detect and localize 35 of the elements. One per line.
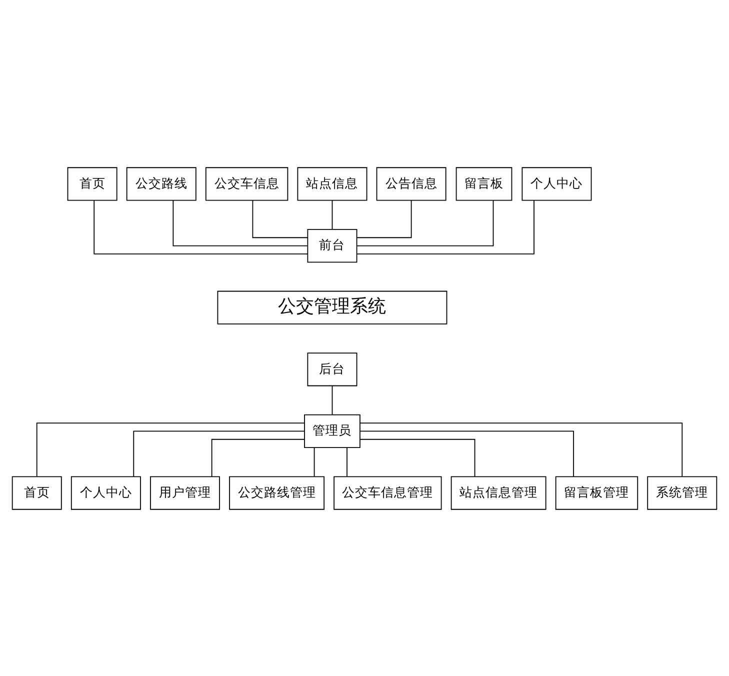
node-box: 公交路线管理 (229, 476, 324, 510)
connector (360, 438, 476, 477)
node-box: 前台 (307, 228, 358, 262)
connector (360, 430, 574, 476)
connector (36, 422, 305, 476)
connector (314, 446, 315, 476)
connector (356, 199, 412, 238)
connector (94, 200, 308, 254)
connector (332, 200, 333, 230)
connector (172, 200, 308, 246)
node-box: 首页 (12, 476, 62, 510)
connector (332, 385, 333, 415)
connector (133, 430, 305, 476)
node-box: 用户管理 (150, 476, 220, 510)
connector (360, 422, 683, 476)
node-box: 管理员 (304, 414, 360, 448)
node-box: 公告信息 (376, 166, 446, 200)
node-box: 个人中心 (522, 166, 592, 200)
node-box: 站点信息管理 (450, 476, 546, 510)
node-box: 个人中心 (70, 476, 141, 510)
node-box: 公交管理系统 (217, 290, 448, 324)
connector (346, 446, 348, 476)
node-box: 公交车信息 (205, 166, 288, 200)
node-box: 留言板管理 (555, 476, 638, 510)
node-box: 首页 (67, 166, 118, 200)
node-box: 后台 (307, 352, 358, 386)
node-box: 站点信息 (297, 166, 368, 200)
connector (252, 199, 308, 238)
node-box: 公交路线 (126, 166, 196, 200)
node-box: 系统管理 (647, 476, 718, 510)
connector (211, 438, 305, 477)
connector (356, 200, 534, 254)
node-box: 留言板 (456, 166, 512, 200)
connector (356, 200, 494, 246)
node-box: 公交车信息管理 (334, 476, 442, 510)
